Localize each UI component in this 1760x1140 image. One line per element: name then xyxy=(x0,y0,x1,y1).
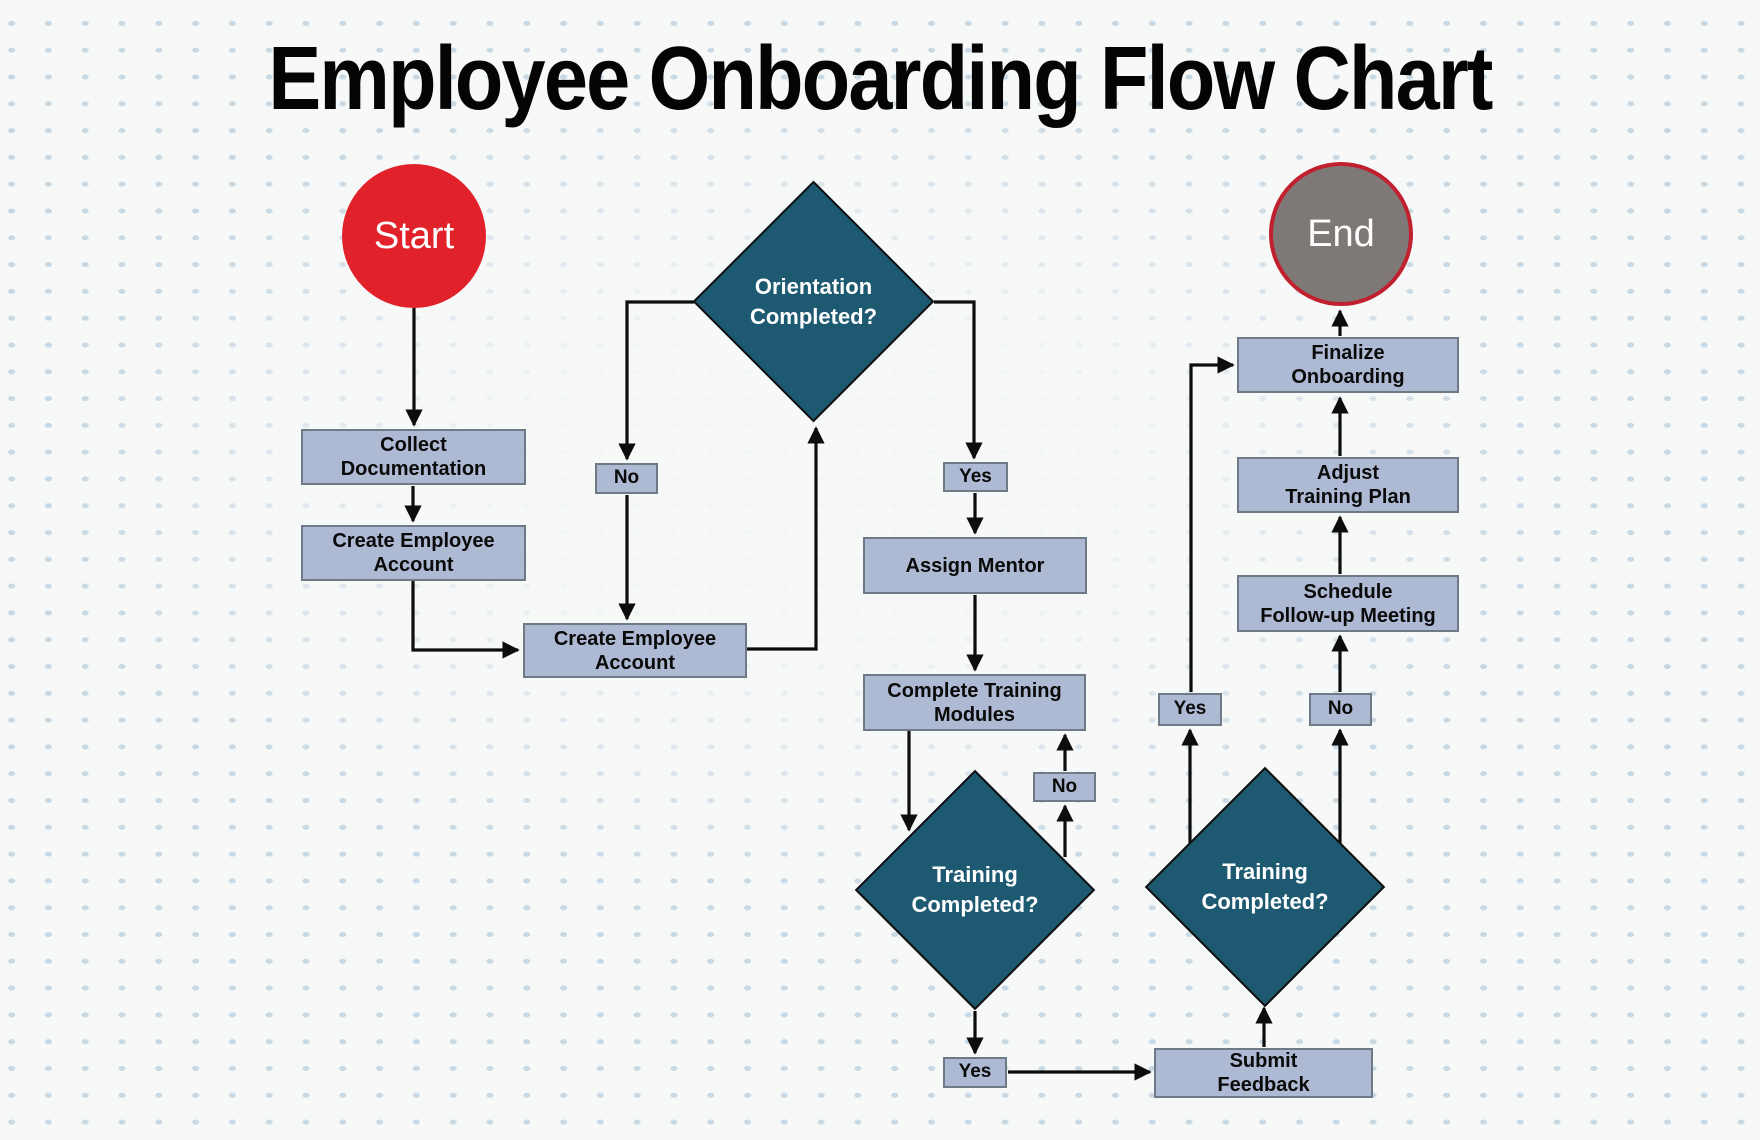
branch-label: Yes xyxy=(1173,698,1207,720)
edge-orientation-decision-to-no-label xyxy=(618,300,694,461)
decision-training-completed-1-label: Training Completed? xyxy=(911,862,1039,917)
end-label: End xyxy=(1307,212,1375,255)
process-finalize-onboarding: Finalize Onboarding xyxy=(1237,337,1459,393)
process-create-employee-account-1: Create Employee Account xyxy=(301,525,526,581)
label-yes-training-2: Yes xyxy=(1158,693,1222,726)
process-create-employee-account-2: Create Employee Account xyxy=(523,623,747,678)
edge-yes-label-to-finalize-onboarding xyxy=(1189,356,1235,692)
process-label: Adjust Training Plan xyxy=(1285,462,1411,508)
node-start: Start xyxy=(342,164,486,308)
process-collect-documentation: Collect Documentation xyxy=(301,429,526,485)
edge-create-account-1-to-create-account-2 xyxy=(411,581,520,659)
page-title: Employee Onboarding Flow Chart xyxy=(268,29,1493,129)
label-no-training-1: No xyxy=(1033,772,1096,802)
process-complete-training-modules: Complete Training Modules xyxy=(863,674,1086,731)
label-yes-training-1: Yes xyxy=(943,1057,1007,1088)
branch-label: No xyxy=(1051,775,1078,797)
process-label: Assign Mentor xyxy=(905,554,1045,577)
edge-orientation-decision-to-yes-label xyxy=(934,300,983,460)
process-label: Create Employee Account xyxy=(553,627,717,674)
label-yes-orientation: Yes xyxy=(943,462,1008,492)
process-label: Submit Feedback xyxy=(1217,1050,1310,1096)
branch-label: Yes xyxy=(959,465,992,487)
process-label: Collect Documentation xyxy=(340,434,487,480)
edge-create-account-2-to-orientation-decision xyxy=(747,426,825,651)
process-label: Schedule Follow-up Meeting xyxy=(1260,580,1436,627)
branch-label: Yes xyxy=(958,1061,992,1083)
start-label: Start xyxy=(373,214,455,257)
process-label: Finalize Onboarding xyxy=(1291,342,1405,388)
decision-training-completed-2: Training Completed? xyxy=(1144,766,1386,1008)
decision-orientation-completed-label: Orientation Completed? xyxy=(749,273,878,329)
process-schedule-follow-up-meeting: Schedule Follow-up Meeting xyxy=(1237,575,1459,632)
decision-training-completed-2-label: Training Completed? xyxy=(1201,859,1329,914)
process-submit-feedback: Submit Feedback xyxy=(1154,1048,1373,1098)
process-adjust-training-plan: Adjust Training Plan xyxy=(1237,457,1459,513)
decision-orientation-completed: Orientation Completed? xyxy=(692,180,935,423)
process-assign-mentor: Assign Mentor xyxy=(863,537,1087,594)
process-label: Create Employee Account xyxy=(332,530,495,576)
label-no-orientation: No xyxy=(595,463,658,494)
label-no-training-2: No xyxy=(1309,693,1372,726)
process-label: Complete Training Modules xyxy=(887,679,1062,726)
decision-training-completed-1: Training Completed? xyxy=(854,769,1096,1011)
branch-label: No xyxy=(613,467,640,489)
branch-label: No xyxy=(1327,698,1354,720)
node-end: End xyxy=(1269,162,1413,306)
